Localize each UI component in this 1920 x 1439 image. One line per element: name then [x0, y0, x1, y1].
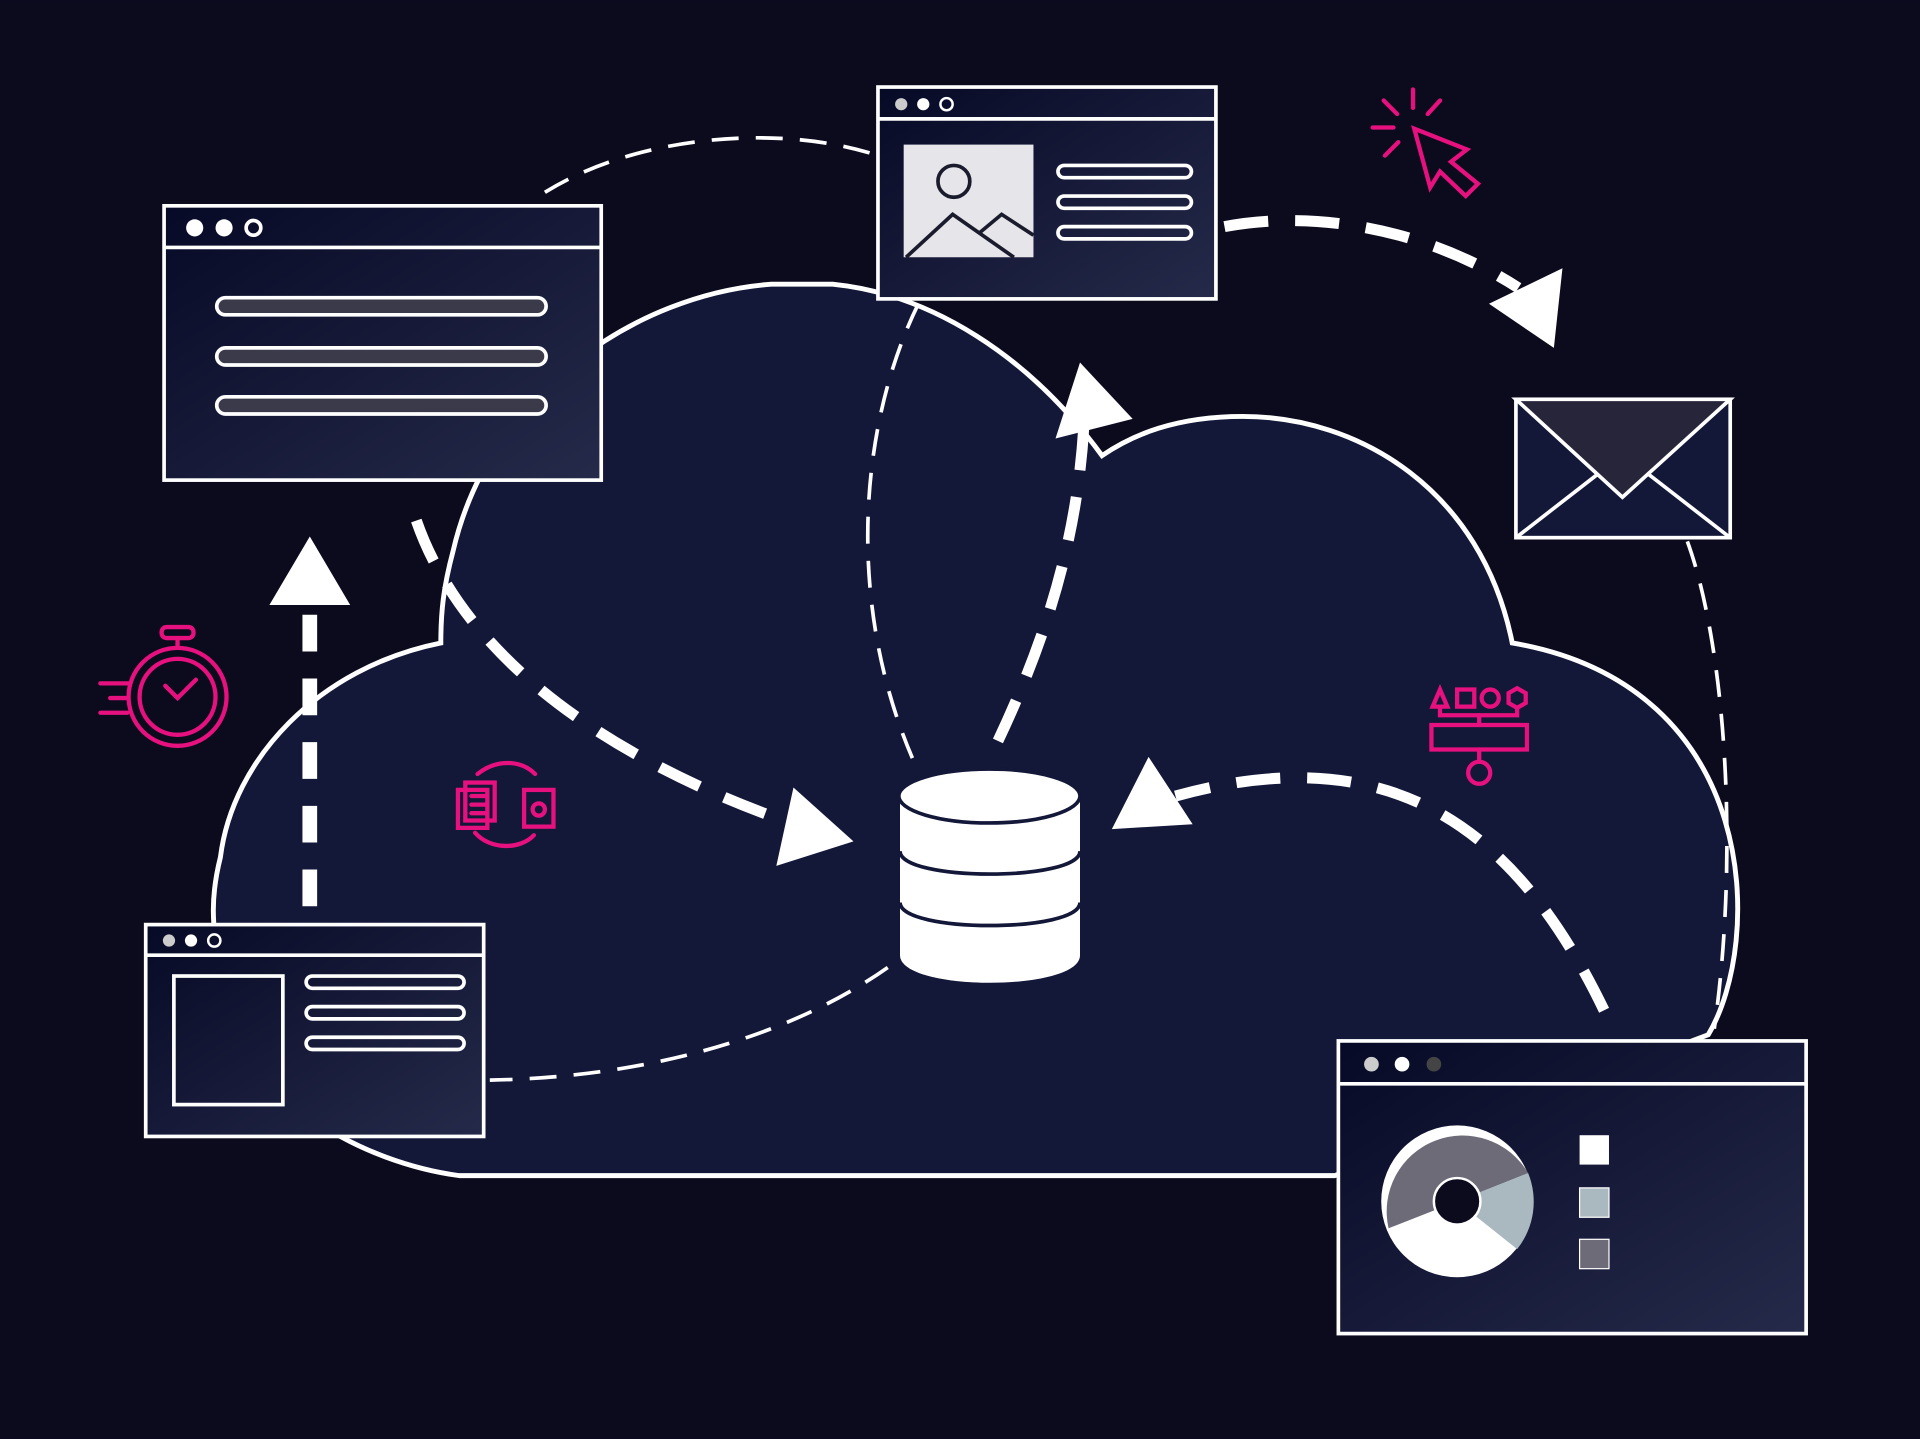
arrow-right-icon: [776, 787, 854, 866]
browser-window-chart: [1336, 1039, 1808, 1336]
arrow-left-icon: [1111, 756, 1193, 830]
donut-chart-icon: [1381, 1125, 1534, 1278]
database-icon: [896, 767, 1082, 983]
stopwatch-icon: [98, 624, 229, 748]
document-sync-icon: [455, 760, 556, 849]
browser-window-list: [162, 203, 604, 482]
connector-lines: [302, 136, 1729, 1082]
arrow-up-icon: [1055, 362, 1133, 439]
arrow-up-icon: [269, 536, 351, 606]
envelope-icon: [1511, 397, 1735, 540]
cursor-click-icon: [1370, 87, 1482, 200]
workflow-icon: [1429, 684, 1530, 786]
browser-window-card: [143, 922, 486, 1139]
arrow-down-icon: [1488, 268, 1563, 348]
browser-window-image: [876, 85, 1218, 301]
cloud-icon: [210, 281, 1741, 1179]
arrowheads: [269, 268, 1563, 866]
